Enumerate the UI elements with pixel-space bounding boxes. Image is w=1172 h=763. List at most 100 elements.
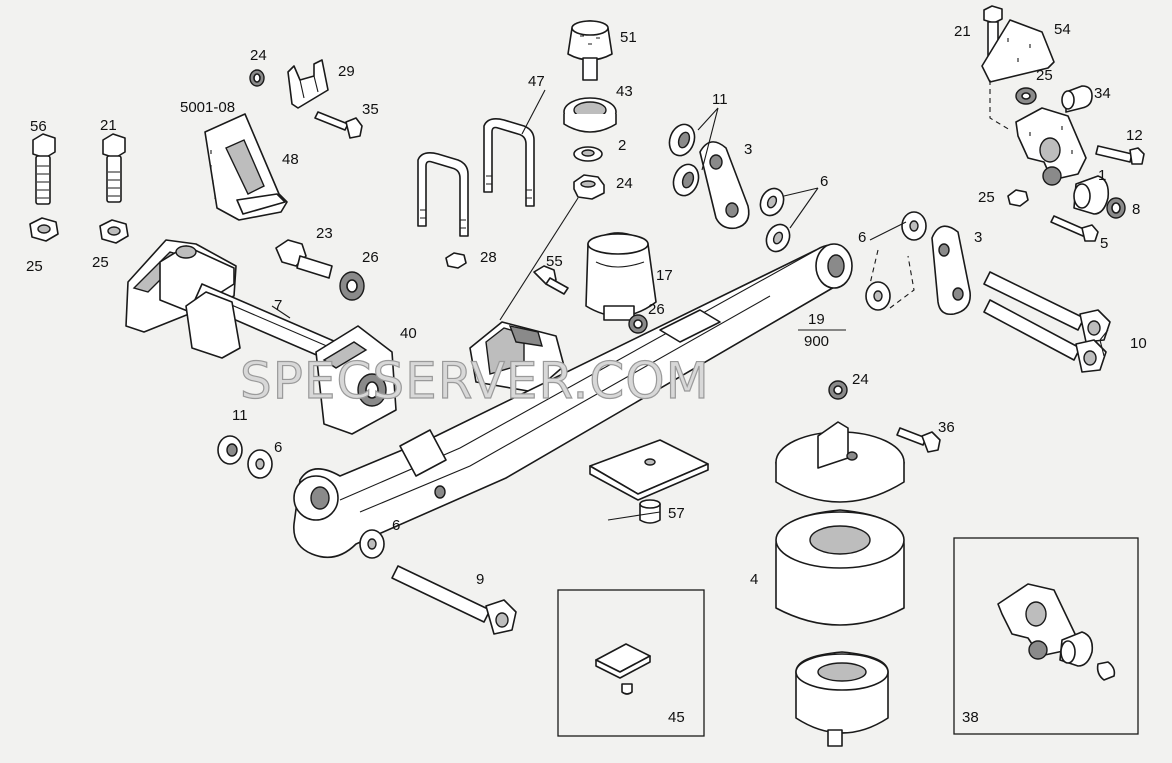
washer-6-top-a bbox=[759, 187, 785, 217]
nut-25-second bbox=[99, 219, 129, 244]
label-4: 4 bbox=[750, 571, 758, 588]
label-1: 1 bbox=[1098, 167, 1106, 184]
damper-body-4 bbox=[775, 509, 905, 626]
label-54: 54 bbox=[1054, 21, 1071, 38]
dash-line-bracket-54 bbox=[989, 80, 1011, 131]
label-11-top: 11 bbox=[712, 91, 728, 108]
label-21-left: 21 bbox=[100, 117, 117, 134]
label-3-top: 3 bbox=[744, 141, 752, 158]
link-plate-3-top bbox=[699, 141, 750, 230]
nut-24-stack bbox=[573, 174, 605, 200]
label-25-second: 25 bbox=[92, 254, 109, 271]
bump-stop-51 bbox=[567, 20, 613, 81]
label-36: 36 bbox=[938, 419, 955, 436]
label-6-lower: 6 bbox=[392, 517, 400, 534]
bolt-21-left bbox=[102, 133, 126, 203]
bush-11-top-b bbox=[672, 163, 700, 197]
label-26-left: 26 bbox=[362, 249, 379, 266]
washer-2 bbox=[573, 146, 603, 162]
bolt-5 bbox=[1050, 215, 1099, 242]
label-28: 28 bbox=[480, 249, 497, 266]
bracket-48 bbox=[204, 113, 288, 221]
nut-26-left bbox=[339, 271, 365, 301]
leader-lines bbox=[271, 89, 1109, 521]
bolt-23 bbox=[275, 239, 333, 279]
label-29: 29 bbox=[338, 63, 355, 80]
label-24-stack: 24 bbox=[616, 175, 633, 192]
inset-38-ring bbox=[1096, 661, 1116, 681]
nut-26-right bbox=[628, 314, 648, 334]
label-6-top: 6 bbox=[820, 173, 828, 190]
air-spring-17 bbox=[585, 232, 657, 321]
label-45: 45 bbox=[668, 709, 685, 726]
label-57: 57 bbox=[668, 505, 685, 522]
bush-1 bbox=[1073, 175, 1110, 215]
link-plate-3-right bbox=[931, 225, 971, 316]
dash-line-washers-6 bbox=[869, 249, 915, 309]
label-26-right: 26 bbox=[648, 301, 665, 318]
spacer-57 bbox=[639, 499, 661, 524]
label-3-right: 3 bbox=[974, 229, 982, 246]
label-47: 47 bbox=[528, 73, 545, 90]
label-5001-08: 5001-08 bbox=[180, 99, 235, 116]
leaf-spring bbox=[293, 243, 853, 559]
mount-bracket bbox=[469, 321, 565, 393]
inset-38-bush bbox=[1059, 631, 1094, 667]
label-5: 5 bbox=[1100, 235, 1108, 252]
label-21-right: 21 bbox=[954, 23, 971, 40]
bolt-10-upper bbox=[983, 271, 1111, 343]
u-bolt-47-rear bbox=[417, 152, 469, 237]
label-25-right-top: 25 bbox=[1036, 67, 1053, 84]
inset-38-bracket bbox=[997, 583, 1077, 660]
label-24-right: 24 bbox=[852, 371, 869, 388]
bolt-36 bbox=[896, 427, 941, 453]
label-7: 7 bbox=[274, 297, 282, 314]
label-9: 9 bbox=[476, 571, 484, 588]
nut-25-right-bottom bbox=[1007, 189, 1029, 207]
cup-43 bbox=[563, 97, 617, 133]
plate bbox=[589, 439, 709, 501]
label-6-right: 6 bbox=[858, 229, 866, 246]
nut-24-right bbox=[828, 380, 848, 400]
nut-28 bbox=[445, 252, 467, 269]
inset-box-45 bbox=[557, 589, 705, 737]
label-40: 40 bbox=[400, 325, 417, 342]
label-2: 2 bbox=[618, 137, 626, 154]
bush-34 bbox=[1061, 85, 1093, 113]
washer-6-right-a bbox=[901, 211, 927, 241]
nut-24-top bbox=[249, 69, 265, 87]
label-55: 55 bbox=[546, 253, 563, 270]
label-23: 23 bbox=[316, 225, 333, 242]
inset-box-38 bbox=[953, 537, 1139, 735]
washer-6-top-b bbox=[765, 223, 791, 253]
label-12: 12 bbox=[1126, 127, 1143, 144]
bracket-40-right bbox=[185, 291, 397, 435]
hanger-bracket-right bbox=[1015, 107, 1087, 186]
label-900: 900 bbox=[804, 333, 829, 350]
bolt-35 bbox=[314, 111, 363, 139]
label-34: 34 bbox=[1094, 85, 1111, 102]
nut-25-left bbox=[29, 217, 59, 242]
damper-top-mount bbox=[775, 421, 905, 503]
bolt-12 bbox=[1095, 145, 1145, 165]
label-24-top: 24 bbox=[250, 47, 267, 64]
washer-6-lower-left bbox=[247, 449, 273, 479]
bolt-9 bbox=[391, 565, 517, 635]
label-25-right-bottom: 25 bbox=[978, 189, 995, 206]
inset-45-plate bbox=[595, 643, 651, 695]
washer-6-right-b bbox=[865, 281, 891, 311]
u-bolt-47-front bbox=[483, 118, 535, 207]
label-6-lower-left: 6 bbox=[274, 439, 282, 456]
label-56: 56 bbox=[30, 118, 47, 135]
label-11-lower: 11 bbox=[232, 407, 248, 424]
label-35: 35 bbox=[362, 101, 379, 118]
bush-11-top-a bbox=[668, 123, 696, 157]
label-48: 48 bbox=[282, 151, 299, 168]
bush-11-lower bbox=[217, 435, 243, 465]
label-8: 8 bbox=[1132, 201, 1140, 218]
nut-25-right-top bbox=[1015, 87, 1037, 105]
label-51: 51 bbox=[620, 29, 637, 46]
label-38: 38 bbox=[962, 709, 979, 726]
